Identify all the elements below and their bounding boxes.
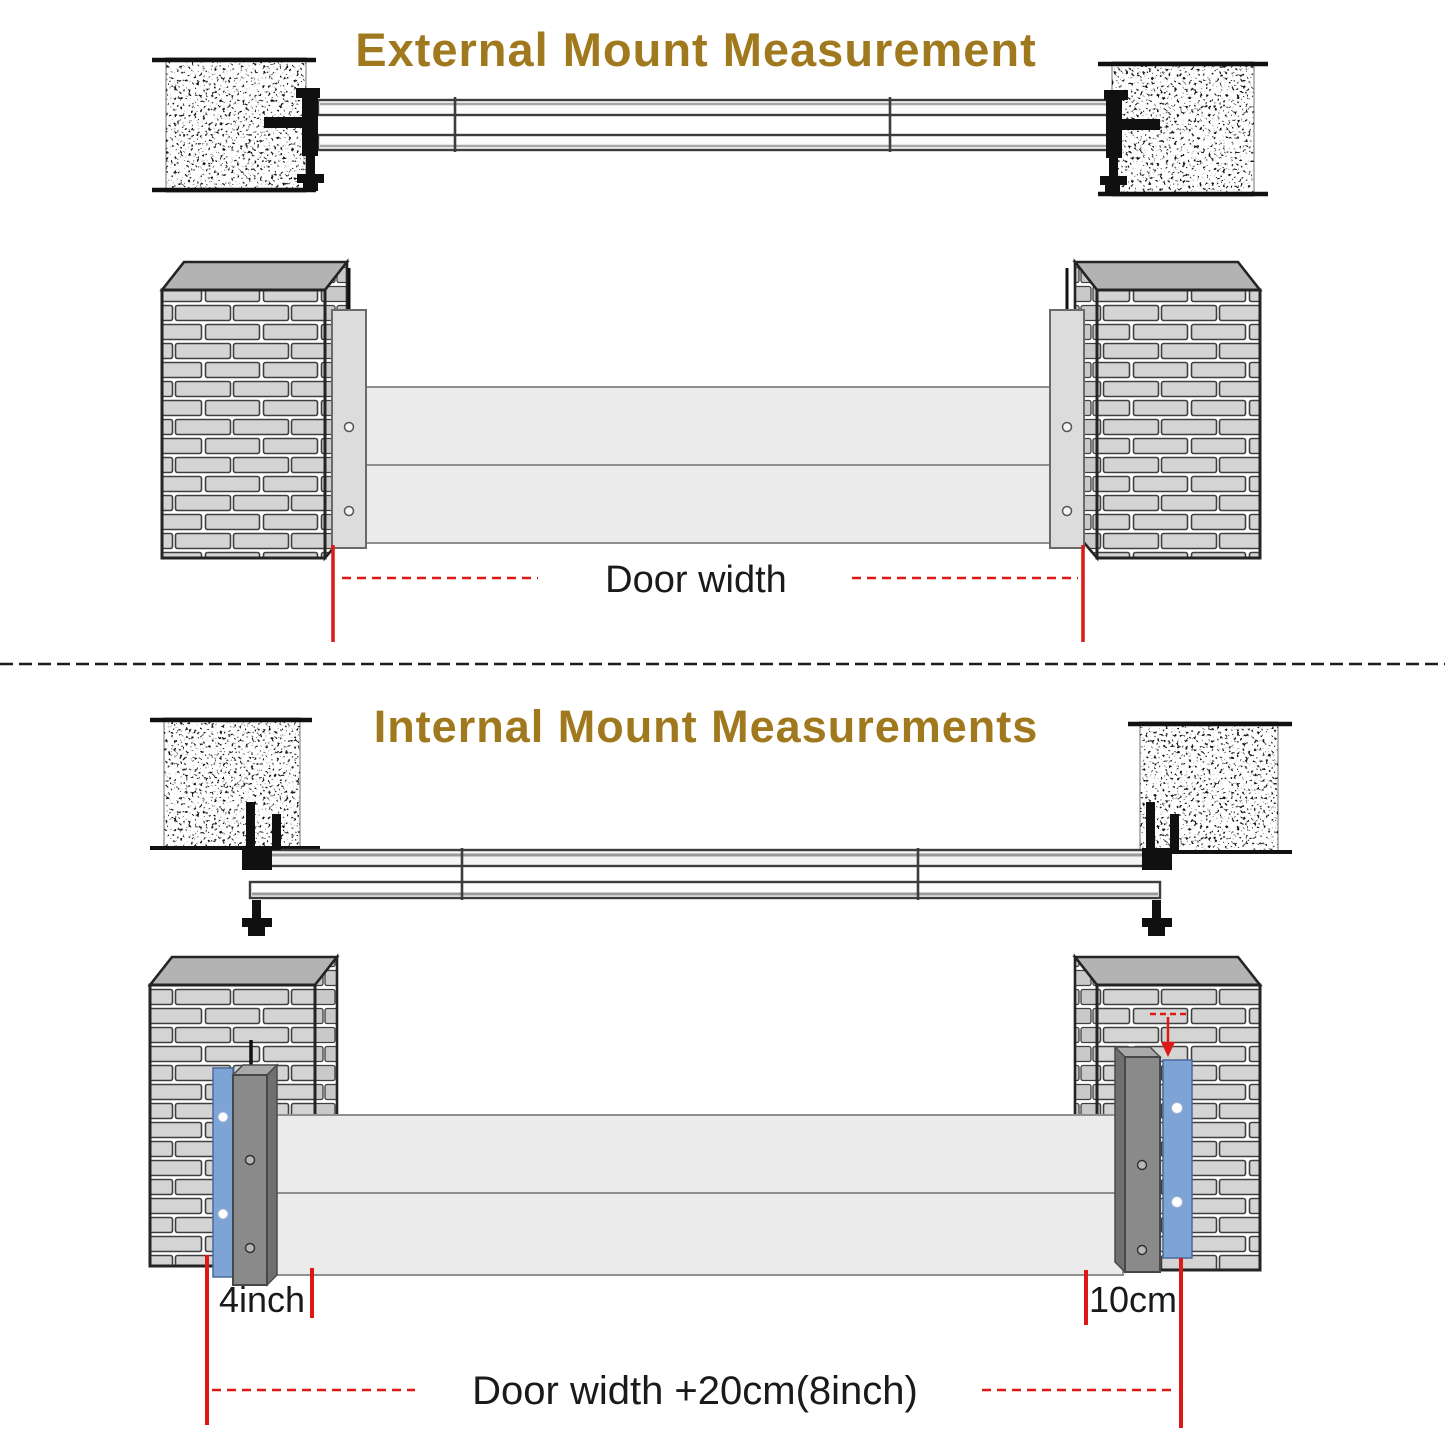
internal-section: Internal Mount Measurements bbox=[147, 701, 1292, 1428]
internal-elevation-view: 4inch 10cm Door width +20cm(8inch) bbox=[147, 953, 1263, 1428]
concrete-block-right bbox=[1122, 721, 1292, 854]
total-width-label: Door width +20cm(8inch) bbox=[472, 1369, 918, 1413]
door-width-measurement: Door width bbox=[331, 545, 1085, 642]
screw-hole bbox=[1061, 421, 1073, 433]
internal-title: Internal Mount Measurements bbox=[374, 701, 1039, 752]
channel-right bbox=[1049, 268, 1085, 549]
screw-hole bbox=[1136, 1244, 1148, 1256]
left-offset-label: 4inch bbox=[219, 1279, 305, 1320]
screw-hole bbox=[244, 1242, 256, 1254]
screw-hole bbox=[244, 1154, 256, 1166]
wall-clamp-left bbox=[264, 88, 324, 191]
screw-hole bbox=[1171, 1196, 1183, 1208]
brick-pillar-right bbox=[1072, 258, 1263, 562]
wall-clamp-right bbox=[1100, 90, 1160, 193]
track-rails bbox=[248, 848, 1162, 900]
external-elevation-view: Door width bbox=[159, 258, 1263, 642]
concrete-block-left bbox=[150, 717, 320, 850]
screw-hole bbox=[1171, 1102, 1183, 1114]
screw-hole bbox=[1136, 1159, 1148, 1171]
wall-clamp-left bbox=[242, 802, 281, 936]
right-offset-label: 10cm bbox=[1089, 1279, 1177, 1320]
blue-wall-channel bbox=[1162, 1059, 1193, 1259]
brick-pillar-left bbox=[159, 258, 350, 562]
barrier-panel bbox=[275, 1114, 1124, 1276]
drill-position-marker bbox=[1150, 1012, 1188, 1057]
external-plan-view bbox=[152, 57, 1268, 197]
channel-left bbox=[212, 1040, 279, 1287]
screw-hole bbox=[343, 421, 355, 433]
door-width-label: Door width bbox=[605, 559, 787, 601]
screw-hole bbox=[217, 1208, 229, 1220]
internal-measurements: 4inch 10cm Door width +20cm(8inch) bbox=[205, 1255, 1183, 1428]
external-title: External Mount Measurement bbox=[355, 23, 1037, 76]
channel-right bbox=[1113, 1012, 1193, 1274]
wall-clamp-right bbox=[1142, 802, 1179, 936]
external-section: External Mount Measurement bbox=[152, 23, 1268, 642]
internal-plan-view bbox=[150, 717, 1292, 936]
track-rails bbox=[316, 97, 1114, 152]
channel-left bbox=[331, 268, 367, 549]
blue-wall-channel bbox=[212, 1067, 234, 1278]
screw-hole bbox=[1061, 505, 1073, 517]
screw-hole bbox=[217, 1111, 229, 1123]
gray-channel bbox=[232, 1074, 268, 1286]
barrier-panel bbox=[365, 386, 1051, 544]
screw-hole bbox=[343, 505, 355, 517]
